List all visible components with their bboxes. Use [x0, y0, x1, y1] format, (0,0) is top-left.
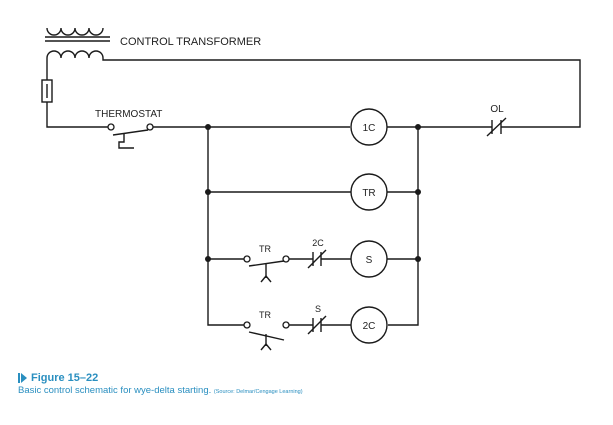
- coil-tr-label: TR: [362, 188, 375, 199]
- figure-caption: Figure 15–22 Basic control schematic for…: [18, 372, 303, 396]
- figure-description: Basic control schematic for wye-delta st…: [18, 385, 212, 396]
- coil-2c-label: 2C: [363, 321, 376, 332]
- supply-wire-top: [102, 58, 581, 128]
- figure-number: Figure 15–22: [31, 372, 99, 384]
- wye-delta-control-schematic: CONTROL TRANSFORMER THERMOSTAT 1C OL TR: [41, 27, 581, 351]
- transformer-secondary-winding: [46, 50, 104, 59]
- figure-source: (Source: Delmar/Cengage Learning): [213, 389, 303, 395]
- transformer-label: CONTROL TRANSFORMER: [120, 36, 261, 48]
- figure-title-row: Figure 15–22: [18, 372, 303, 384]
- contact-tr-label: TR: [259, 310, 271, 320]
- transformer-core: [45, 36, 110, 42]
- transformer-primary-winding: [46, 27, 104, 36]
- contact-tr-label: TR: [259, 244, 271, 254]
- figure-marker-icon: [18, 373, 27, 383]
- overload-contact: [486, 117, 507, 137]
- thermostat-switch: [107, 123, 154, 149]
- figure-description-row: Basic control schematic for wye-delta st…: [18, 385, 303, 396]
- contact-s-label: S: [315, 304, 321, 314]
- coil-1c-label: 1C: [363, 123, 376, 134]
- junction-dot: [415, 124, 421, 130]
- thermostat-label: THERMOSTAT: [95, 109, 162, 120]
- left-bus: [207, 127, 244, 326]
- junction-dot: [205, 124, 211, 130]
- tr-timed-contact-row4: [243, 321, 290, 351]
- coil-2c: [350, 306, 388, 344]
- contact-2c-label: 2C: [312, 238, 324, 248]
- right-bus: [388, 127, 419, 326]
- overload-label: OL: [490, 104, 504, 115]
- coil-s-label: S: [366, 255, 373, 266]
- tr-timed-contact-row3: [243, 255, 290, 283]
